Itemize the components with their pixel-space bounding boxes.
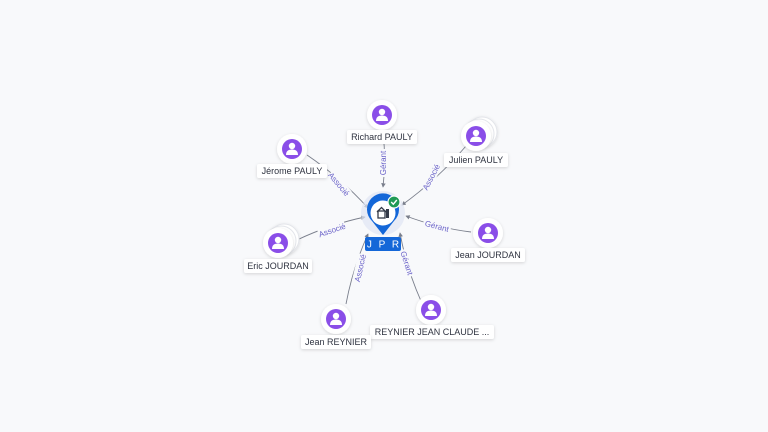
person-icon xyxy=(286,142,298,155)
company-building-icon xyxy=(376,206,389,219)
person-name: Julien PAULY xyxy=(449,155,503,165)
company-name: J P R xyxy=(367,240,401,251)
relation-label: Associé xyxy=(353,253,368,283)
relation-label: Associé xyxy=(317,221,347,239)
relation-edge-jean-jourdan: Gérant xyxy=(405,215,472,235)
company-name-label: J P R xyxy=(365,237,401,251)
person-node-julien-pauly[interactable]: Julien PAULY xyxy=(444,116,508,167)
relation-label: Gérant xyxy=(398,250,414,277)
person-node-jean-jourdan[interactable]: Jean JOURDAN xyxy=(451,218,525,262)
person-icon xyxy=(272,236,284,249)
person-name-label: Julien PAULY xyxy=(444,153,508,167)
relation-label: Associé xyxy=(421,162,442,191)
relation-edge-reynier-jean-claude: Gérant xyxy=(397,232,422,302)
person-name: Jean REYNIER xyxy=(305,337,368,347)
person-node-jean-reynier[interactable]: Jean REYNIER xyxy=(301,304,371,349)
person-icon xyxy=(376,108,388,121)
person-name-label: REYNIER JEAN CLAUDE ... xyxy=(370,325,494,339)
person-node-jerome-pauly[interactable]: Jérome PAULY xyxy=(257,134,327,178)
person-name-label: Jean JOURDAN xyxy=(451,248,525,262)
relation-edge-eric-jourdan: Associé xyxy=(296,215,366,241)
person-node-reynier-jean-claude[interactable]: REYNIER JEAN CLAUDE ... xyxy=(370,295,494,339)
person-name: Eric JOURDAN xyxy=(247,261,309,271)
person-name: Jean JOURDAN xyxy=(455,250,521,260)
relation-label: Gérant xyxy=(379,150,388,175)
person-icon xyxy=(482,226,494,239)
person-icon xyxy=(330,312,342,325)
person-name-label: Jean REYNIER xyxy=(301,335,371,349)
person-name: Jérome PAULY xyxy=(262,166,323,176)
person-icon xyxy=(470,129,482,142)
relation-label: Gérant xyxy=(424,219,451,234)
relation-edge-jerome-pauly: Associé xyxy=(306,154,369,209)
person-node-richard-pauly[interactable]: Richard PAULY xyxy=(347,100,417,144)
person-node-eric-jourdan[interactable]: Eric JOURDAN xyxy=(244,223,312,273)
person-name-label: Richard PAULY xyxy=(347,130,417,144)
relation-edge-jean-reynier: Associé xyxy=(345,233,369,305)
person-name: Richard PAULY xyxy=(351,132,413,142)
person-name-label: Eric JOURDAN xyxy=(244,259,312,273)
center-company-node[interactable]: J P R xyxy=(361,191,405,251)
relation-label: Associé xyxy=(326,171,351,199)
person-name: REYNIER JEAN CLAUDE ... xyxy=(375,327,490,337)
verified-check-icon xyxy=(387,195,401,209)
person-name-label: Jérome PAULY xyxy=(257,164,327,178)
person-icon xyxy=(425,303,437,316)
